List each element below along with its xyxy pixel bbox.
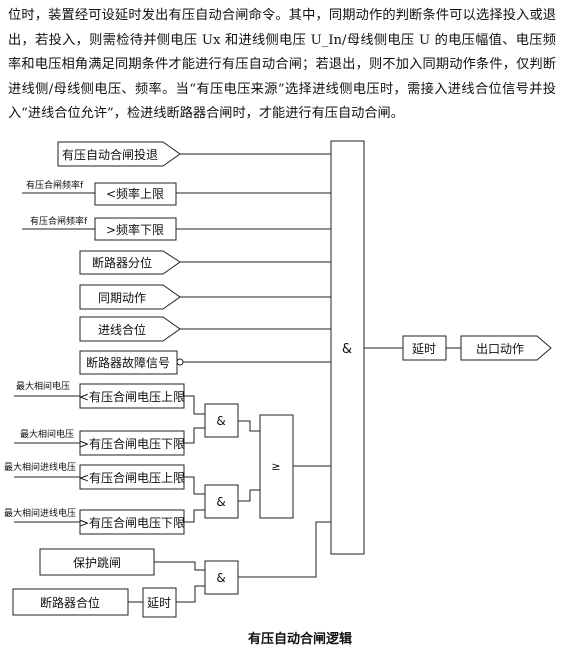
breaker-closed-label: 断路器合位 [40, 595, 100, 610]
v-lower2-label: >有压合闸电压下限 [79, 515, 185, 530]
breaker-fault-label: 断路器故障信号 [86, 355, 170, 370]
and-gate-2 [204, 484, 239, 519]
freq-upper-label: <频率上限 [106, 186, 164, 201]
max-phase-v-label-1: 最大相间电压 [16, 380, 70, 392]
output-delay-label: 延时 [412, 342, 436, 356]
and-gate-1-symbol: & [216, 414, 225, 428]
description-paragraph: 位时，装置经可设延时发出有压自动合闸命令。其中，同期动作的判断条件可以选择投入或… [8, 8, 556, 121]
and-gate-2-symbol: & [216, 495, 225, 509]
main-and-gate [330, 140, 365, 555]
breaker-open-box [79, 250, 181, 275]
small-delay-box [142, 587, 177, 618]
auto-close-label: 有压自动合闸投退 [62, 147, 158, 162]
v-upper1-box [79, 383, 185, 409]
max-phase-v-label-2: 最大相间电压 [20, 428, 74, 440]
v-upper2-label: <有压合闸电压上限 [79, 470, 185, 485]
small-delay-label: 延时 [147, 596, 171, 610]
incoming-closed-label: 进线合位 [98, 322, 146, 337]
v-lower2-box [79, 509, 185, 535]
max-inc-v-label-1: 最大相间进线电压 [4, 461, 76, 473]
and-gate-1 [204, 403, 239, 438]
protect-trip-label: 保护跳闸 [73, 556, 121, 570]
figure-caption: 有压自动合闸逻辑 [248, 631, 352, 647]
protect-trip-box [39, 548, 155, 576]
breaker-open-label: 断路器分位 [92, 255, 152, 270]
freq-label-2: 有压合闸频率f [30, 215, 88, 227]
freq-lower-label: >频率下限 [106, 222, 164, 237]
output-action-label: 出口动作 [476, 342, 524, 356]
and-gate-3-symbol: & [216, 571, 225, 585]
freq-label-1: 有压合闸频率f [26, 179, 84, 191]
max-inc-v-label-2: 最大相间进线电压 [4, 507, 76, 519]
v-upper1-label: <有压合闸电压上限 [79, 389, 185, 404]
sync-action-box [79, 284, 181, 310]
or-gate-symbol: ≥ [271, 460, 280, 473]
v-upper2-box [79, 464, 185, 490]
v-lower1-label: >有压合闸电压下限 [79, 436, 185, 451]
or-gate-1 [259, 414, 294, 519]
breaker-fault-inverter [176, 358, 184, 366]
sync-action-label: 同期动作 [98, 291, 146, 305]
output-action-box [460, 335, 552, 361]
incoming-closed-box [79, 316, 181, 342]
auto-close-switch-box [57, 141, 181, 167]
freq-upper-box [94, 182, 177, 206]
main-and-symbol: & [342, 342, 352, 357]
